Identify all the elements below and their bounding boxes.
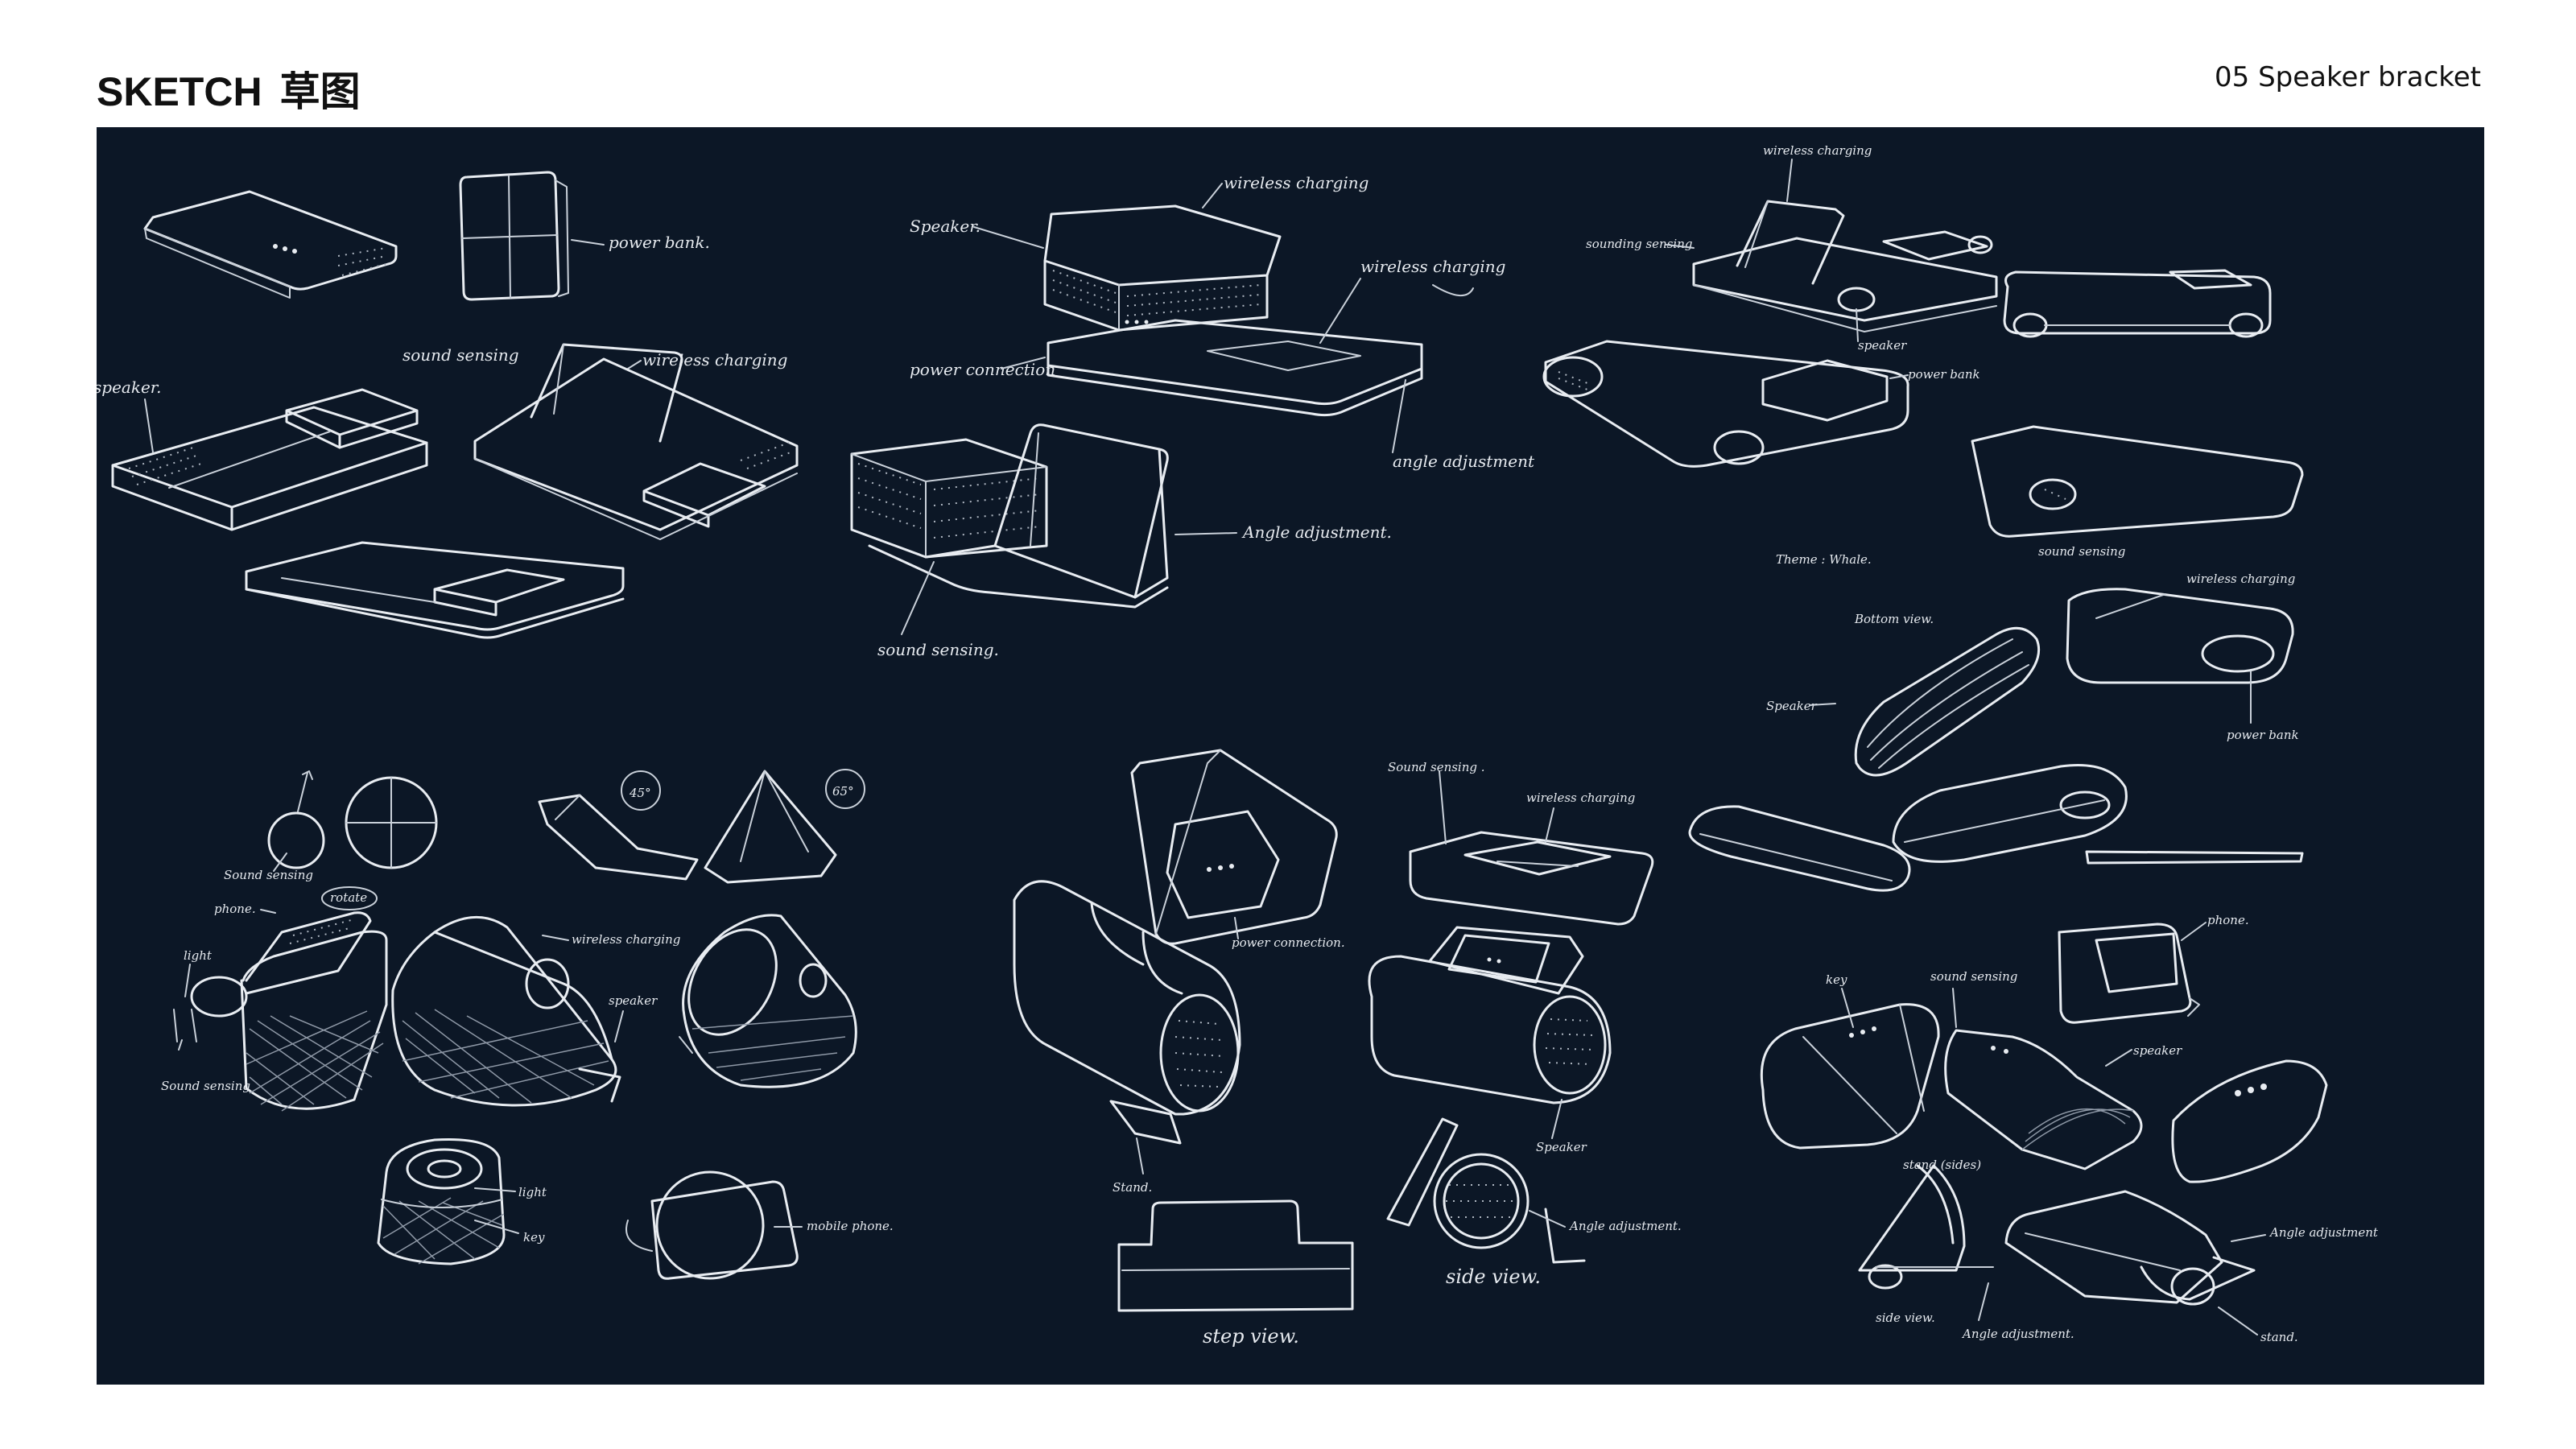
lamp-speaker <box>377 1138 506 1265</box>
annotation: sound sensing. <box>877 640 999 659</box>
speaker-phone-stand <box>1692 200 1998 332</box>
annotation: 65° <box>832 784 854 799</box>
cone-speaker <box>391 915 621 1107</box>
round-phone-holder <box>625 1170 799 1280</box>
curved-speaker <box>2171 1059 2328 1183</box>
annotation: angle adjustment <box>1393 452 1535 471</box>
section-label: 05 Speaker bracket <box>2215 61 2481 93</box>
sketch-group-top-middle: Speaker. wireless charging wireless char… <box>850 173 1535 659</box>
annotation: wireless charging <box>1526 791 1635 805</box>
sketch-board: power bank. speaker. sound sensing wirel… <box>97 127 2484 1385</box>
sketch-group-bottom-left: Sound sensing rotate phone. light Sound … <box>161 769 894 1280</box>
charging-base <box>1046 319 1423 417</box>
phone-cradle-box <box>2058 923 2200 1024</box>
annotation: Sound sensing <box>161 1079 250 1093</box>
annotation: Angle adjustment. <box>1568 1219 1682 1233</box>
sketch-canvas: power bank. speaker. sound sensing wirel… <box>97 143 2379 1348</box>
phone-stand-sketch <box>473 343 799 540</box>
annotation: light <box>184 948 213 963</box>
annotation: sounding sensing <box>1586 237 1692 251</box>
sketch-group-top-right: wireless charging sounding sensing speak… <box>1542 143 2304 892</box>
title-en: SKETCH <box>97 69 262 114</box>
rolled-stand <box>2004 1190 2256 1306</box>
annotation: stand (sides) <box>1903 1158 1981 1172</box>
annotation: side view. <box>1876 1311 1935 1325</box>
annotation: Stand. <box>1113 1180 1152 1195</box>
whale-dock <box>2066 588 2294 684</box>
annotation: key <box>523 1230 545 1245</box>
speaker-box-upper <box>1043 204 1282 332</box>
flat-bar-sketch <box>245 541 625 639</box>
whale-side-bar <box>2085 850 2304 865</box>
annotation: phone. <box>2207 913 2249 927</box>
annotation: speaker <box>609 993 658 1008</box>
annotation: Speaker <box>1766 699 1818 713</box>
annotation: Angle adjustment <box>2268 1225 2379 1240</box>
capsule-device-1 <box>2003 269 2272 338</box>
step-base <box>1117 1199 1354 1312</box>
rolled-speaker <box>1013 880 1241 1145</box>
annotation: wireless charging <box>572 932 680 947</box>
angle-stand-65 <box>704 769 865 884</box>
annotation: wireless charging <box>1360 257 1505 276</box>
arc-stand <box>1858 1164 1994 1290</box>
wedge-speaker <box>1944 1029 2143 1170</box>
annotation: Angle adjustment. <box>1241 522 1392 542</box>
annotation: sound sensing <box>402 345 519 365</box>
annotation: key <box>1826 972 1847 987</box>
speaker-bar-sketch <box>1542 340 1909 468</box>
title-zh: 草图 <box>279 68 361 115</box>
annotation: side view. <box>1446 1265 1541 1288</box>
tilted-speaker-head <box>679 914 857 1088</box>
annotation: 45° <box>629 786 651 800</box>
angle-stand-45 <box>538 770 699 881</box>
cylinder-speaker <box>190 911 388 1112</box>
flat-capsule-2 <box>1971 425 2304 538</box>
annotation: wireless charging <box>642 350 787 369</box>
annotation: wireless charging <box>2186 572 2295 586</box>
speaker-base-sketch <box>111 388 428 531</box>
whale-pill-2 <box>1892 763 2128 863</box>
annotation: Sound sensing . <box>1388 760 1485 774</box>
annotation: mobile phone. <box>807 1219 894 1233</box>
annotation: phone. <box>214 902 256 916</box>
annotation: speaker <box>2133 1043 2182 1058</box>
speaker-loaf <box>1760 1003 1940 1150</box>
annotation: sound sensing <box>2038 544 2125 559</box>
sketch-group-top-left: power bank. speaker. sound sensing wirel… <box>97 171 799 639</box>
annotation: Theme : Whale. <box>1776 552 1872 567</box>
annotation: Angle adjustment. <box>1961 1327 2074 1341</box>
wall-charger <box>1130 749 1338 945</box>
annotation: wireless charging <box>1763 143 1872 158</box>
whale-pill-1 <box>1854 626 2041 777</box>
annotation: Bottom view. <box>1854 612 1934 626</box>
annotation: Sound sensing <box>224 868 313 882</box>
annotation: rotate <box>330 890 367 905</box>
annotation: wireless charging <box>1224 173 1368 192</box>
tray-charger <box>1409 831 1654 926</box>
annotation: power bank <box>2227 728 2299 742</box>
speaker-with-panel <box>850 423 1169 609</box>
annotation: sound sensing <box>1930 969 2017 984</box>
annotation: speaker. <box>97 378 162 397</box>
annotation: Speaker <box>1536 1140 1587 1154</box>
device-sketch <box>143 190 398 299</box>
sketch-group-bottom-right: phone. key sound sensing speaker stand (… <box>1760 913 2379 1344</box>
annotation: Speaker. <box>910 217 980 236</box>
tube-speaker-with-screen <box>1368 926 1612 1104</box>
annotation: light <box>518 1185 547 1199</box>
annotation: power bank. <box>609 233 710 252</box>
annotation: power connection. <box>1232 935 1345 950</box>
sketch-group-bottom-middle: power connection. Stand. step view. Soun… <box>1013 749 1682 1348</box>
page-title: SKETCH 草图 <box>97 60 361 118</box>
whale-pill-3 <box>1688 805 1911 892</box>
annotation: power connection <box>910 360 1055 379</box>
side-view-round <box>1386 1117 1586 1264</box>
annotation: power bank <box>1908 367 1980 382</box>
annotation: speaker <box>1858 338 1907 353</box>
annotation: stand. <box>2260 1330 2298 1344</box>
power-bank-sketch <box>459 171 569 301</box>
annotation: step view. <box>1203 1325 1299 1348</box>
